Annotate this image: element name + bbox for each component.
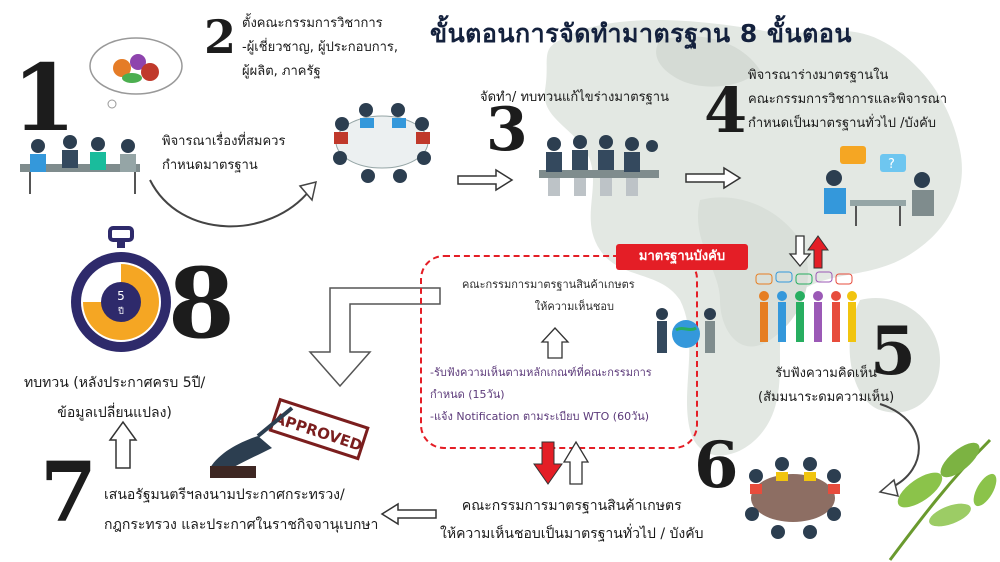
approved-stamp-icon: APPROVED — [210, 397, 370, 478]
handshake-globe-icon — [656, 308, 716, 353]
step-4-number: 4 — [704, 74, 748, 147]
mandatory-notes: -รับฟังความเห็นตามหลักเกณฑ์ที่คณะกรรมการ… — [430, 366, 652, 423]
board-meeting-icon — [745, 457, 841, 539]
step-7-text: เสนอรัฐมนตรีฯลงนามประกาศกระทรวง/ กฎกระทร… — [104, 487, 379, 533]
arrow-step2-to-step3 — [457, 168, 514, 192]
arrow-notes-to-approval — [540, 327, 570, 359]
arrow-step1-to-step2 — [149, 179, 317, 228]
stamp-label: APPROVED — [272, 409, 365, 454]
arrow-box-step6-exchange — [533, 440, 590, 485]
arrow-step5-to-step6 — [878, 403, 920, 497]
step-6-number: 6 — [694, 428, 739, 503]
mandatory-standard-badge: มาตรฐานบังคับ — [616, 244, 748, 270]
discussion-icon: ? — [824, 146, 934, 226]
step-8-text: ทบทวน (หลังประกาศครบ 5ปี/ ข้อมูลเปลี่ยนแ… — [24, 375, 206, 421]
committee-table-icon — [333, 103, 431, 183]
step-8-number: 8 — [168, 247, 235, 360]
step-7-number: 7 — [40, 445, 98, 541]
mandatory-standard-box — [420, 255, 698, 449]
timer-unit: ปี — [118, 306, 124, 317]
step-1-text: พิจารณาเรื่องที่สมควร กำหนดมาตรฐาน — [162, 134, 286, 173]
arrow-step3-to-step4 — [685, 166, 742, 190]
leaf-decoration — [888, 438, 997, 561]
timer-value: 5 — [117, 289, 125, 303]
step-5-number: 5 — [870, 312, 916, 390]
stopwatch-icon: 5 ปี — [71, 226, 171, 352]
arrow-step6-to-step7 — [380, 502, 437, 526]
meeting-people-icon — [20, 135, 140, 194]
step-2-number: 2 — [204, 10, 237, 64]
public-hearing-icon — [755, 271, 857, 342]
svg-text:?: ? — [888, 157, 895, 172]
arrow-step4-step5-exchange — [788, 235, 829, 269]
diagram-title: ขั้นตอนการจัดทำมาตรฐาน 8 ขั้นตอน — [430, 19, 852, 48]
step-5-text: รับฟังความคิดเห็น (สัมมนาระดมความเห็น) — [758, 366, 895, 405]
step-4-text: พิจารณาร่างมาตรฐานใน คณะกรรมการวิชาการแล… — [748, 68, 948, 131]
mandatory-approval-text: คณะกรรมการมาตรฐานสินค้าเกษตร ให้ความเห็น… — [462, 278, 635, 313]
arrow-step7-to-step8 — [108, 420, 138, 469]
vegetable-thought-bubble-icon — [89, 37, 183, 109]
working-group-icon — [539, 135, 659, 196]
step-2-text: ตั้งคณะกรรมการวิชาการ -ผู้เชี่ยวชาญ, ผู้… — [242, 16, 399, 79]
arrow-mandatory-to-step7 — [308, 287, 441, 388]
step-3-text: จัดทำ/ ทบทวนแก้ไขร่างมาตรฐาน — [480, 90, 669, 105]
step-3-number: 3 — [486, 95, 528, 165]
step-6-text: คณะกรรมการมาตรฐานสินค้าเกษตร ให้ความเห็น… — [440, 498, 704, 542]
step-1-number: 1 — [12, 44, 77, 152]
